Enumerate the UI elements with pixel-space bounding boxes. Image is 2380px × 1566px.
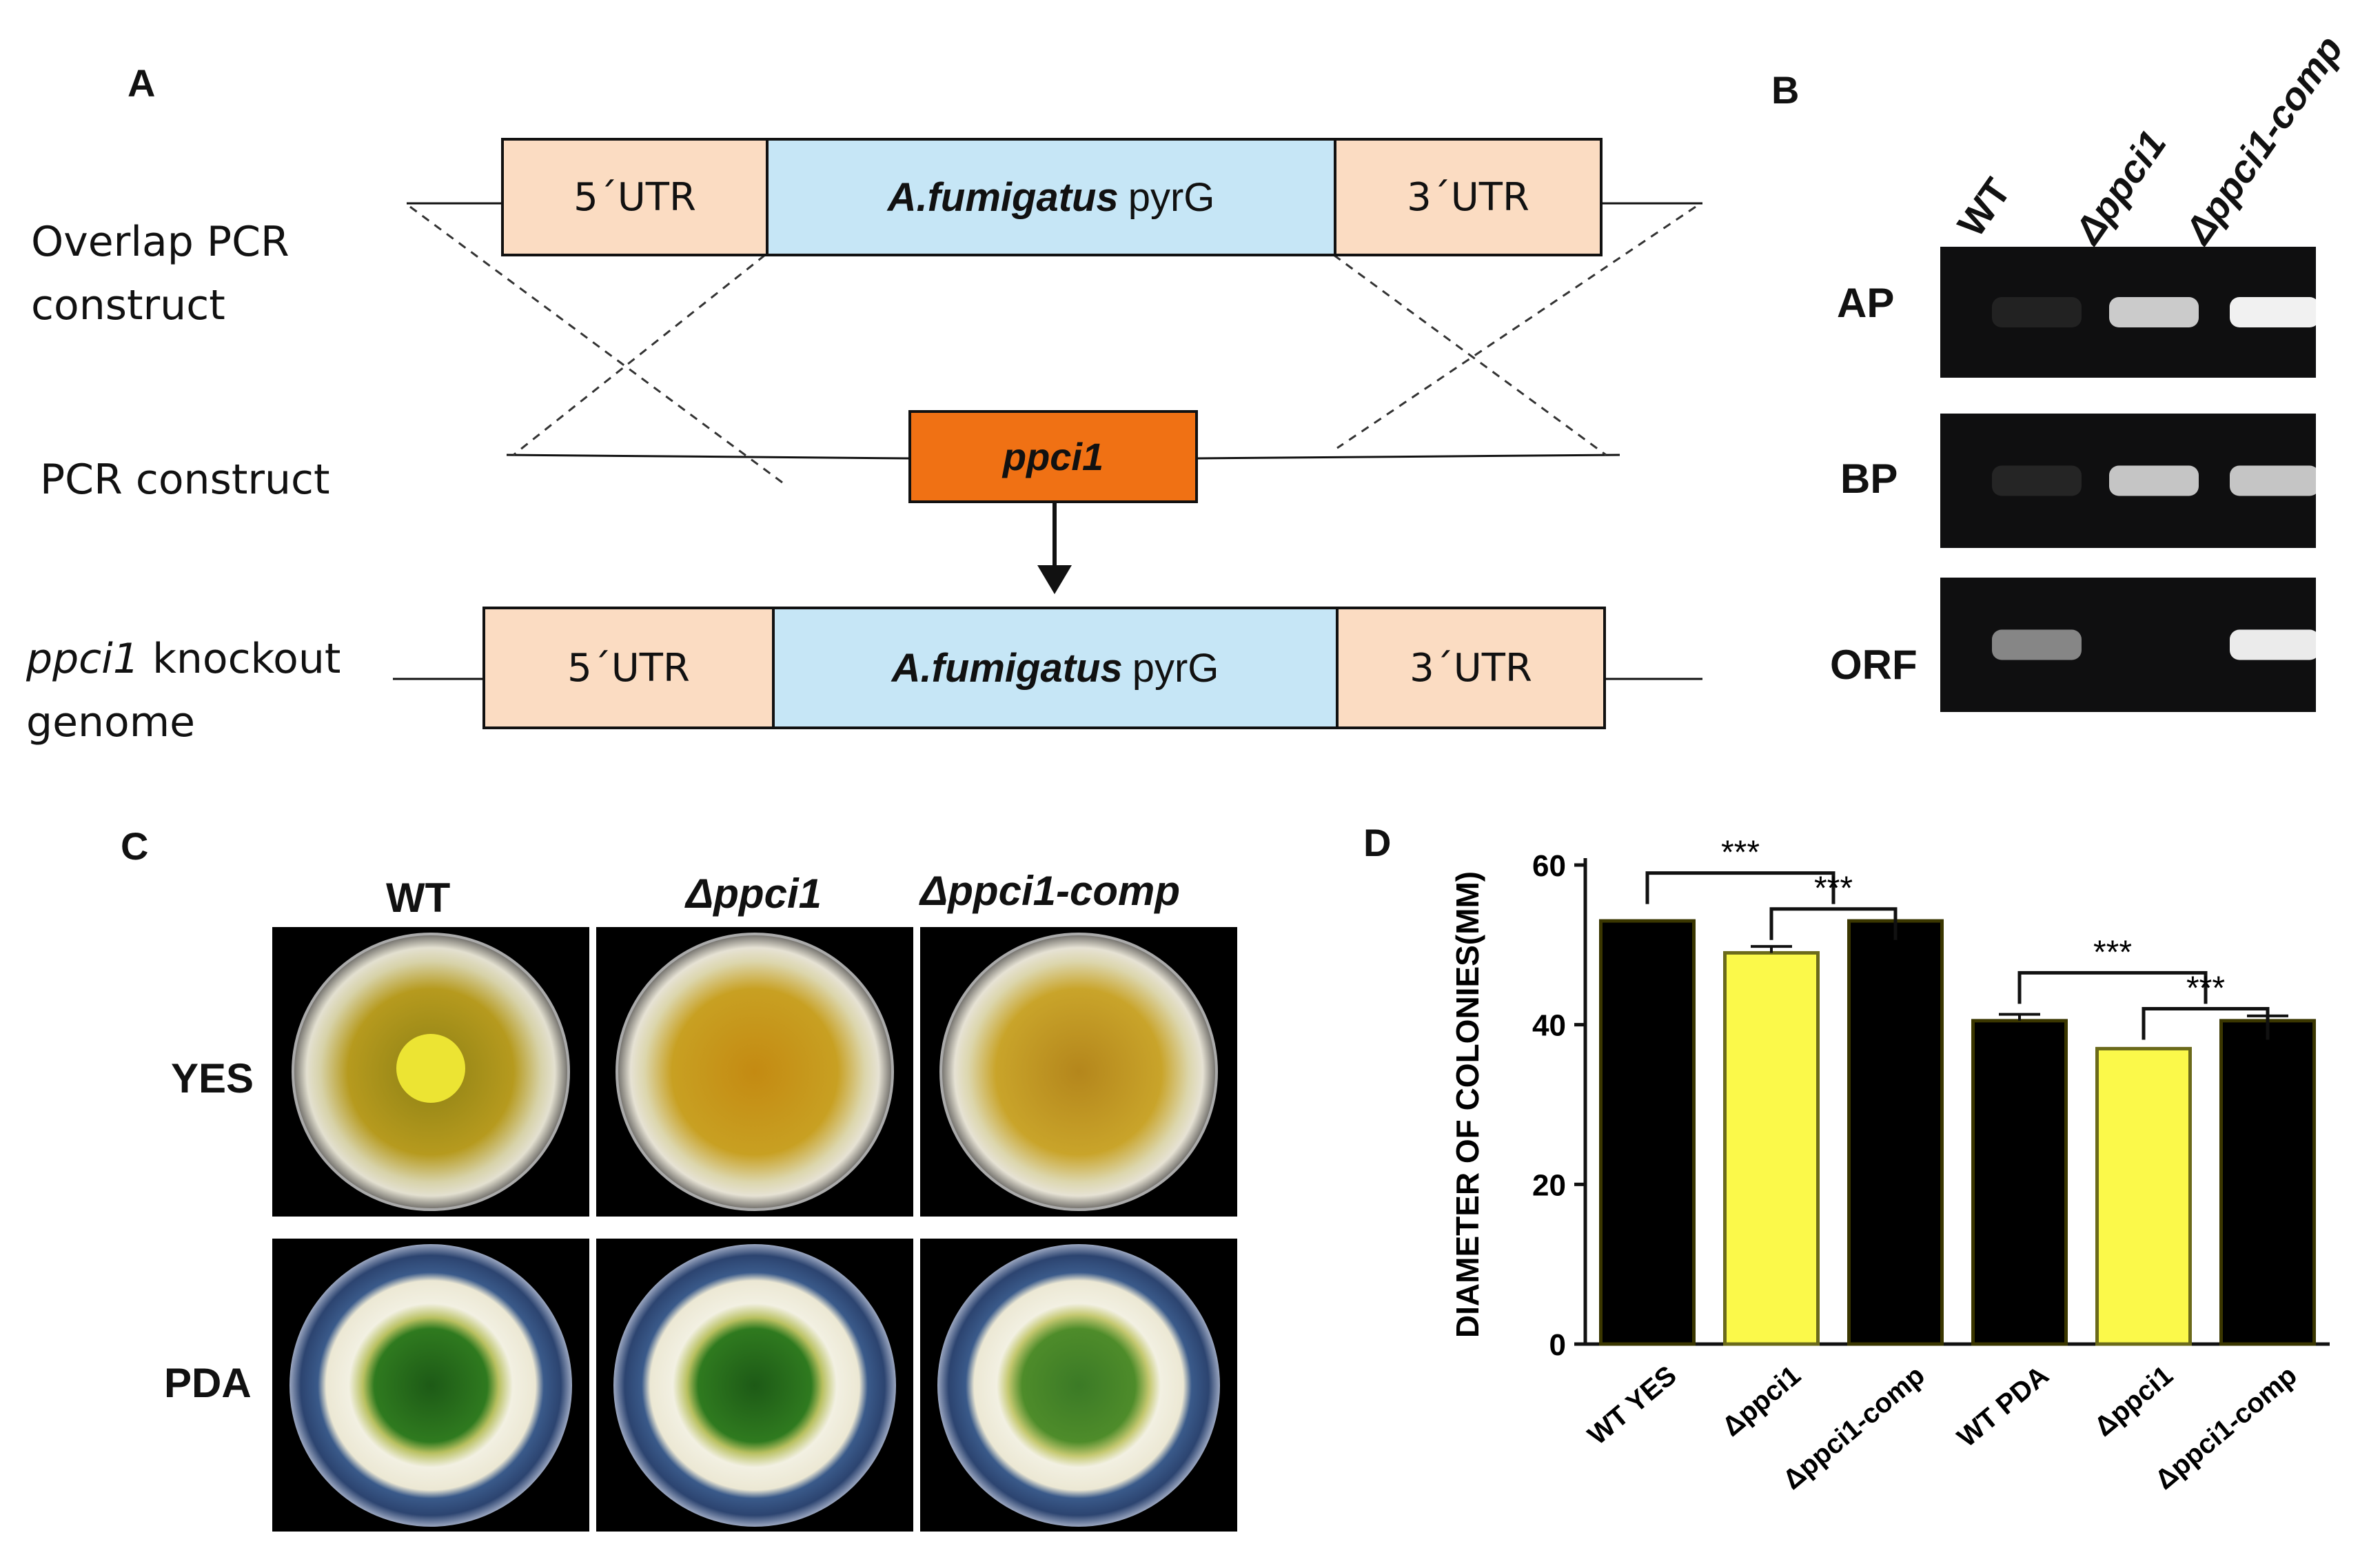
gel-band-bp-2 bbox=[2230, 465, 2319, 496]
crossover-right-b bbox=[1336, 205, 1696, 449]
x-tick-label-3: WT PDA bbox=[1952, 1360, 2055, 1453]
bar-5 bbox=[2219, 1019, 2316, 1346]
significance-label-3: *** bbox=[2186, 970, 2225, 1007]
bar-1 bbox=[1723, 950, 1820, 1346]
knockout-label-rest: knockout genome bbox=[26, 635, 341, 746]
panel-b-letter: B bbox=[1771, 68, 1800, 112]
pcr-right-line bbox=[1195, 454, 1620, 460]
knockout-gene-name: ppci1 bbox=[26, 635, 140, 683]
crossover-left-b bbox=[513, 254, 766, 456]
y-tick-label-0: 0 bbox=[1549, 1328, 1566, 1362]
gel-band-ap-2 bbox=[2230, 297, 2319, 327]
ppci1-gene-box: ppci1 bbox=[908, 410, 1198, 503]
gel-row-label-ap: AP bbox=[1837, 280, 1895, 326]
significance-label-0: *** bbox=[1721, 835, 1760, 871]
colony-ppci1-yes bbox=[617, 934, 893, 1210]
bottom-pyrg-gene: pyrG bbox=[1132, 645, 1219, 691]
top-5utr-box: 5´UTR bbox=[501, 138, 769, 256]
significance-bracket-3 bbox=[2142, 1007, 2270, 1040]
medium-label-yes: YES bbox=[171, 1055, 254, 1101]
panel-d-letter: D bbox=[1363, 821, 1392, 864]
bar-4 bbox=[2095, 1046, 2192, 1346]
colony-wt-pda bbox=[289, 1244, 572, 1527]
x-tick-label-0: WT YES bbox=[1583, 1360, 1682, 1451]
pcr-construct-label: PCR construct bbox=[40, 456, 330, 504]
down-arrow-head bbox=[1037, 565, 1072, 594]
y-axis-label: DIAMETER OF COLONIES(MM) bbox=[1450, 871, 1485, 1338]
gel-row-label-bp: BP bbox=[1840, 456, 1898, 502]
crossover-right-a bbox=[1333, 254, 1607, 456]
significance-label-1: *** bbox=[1814, 871, 1853, 907]
gel-bp bbox=[1940, 414, 2319, 548]
colony-photo-grid bbox=[272, 927, 1237, 1532]
strain-label-ppci1-comp: Δppci1-comp bbox=[920, 867, 1180, 915]
colony-diameter-chart: DIAMETER OF COLONIES(MM) 0 20 40 60 WT YES Δpp… bbox=[1450, 835, 2330, 1496]
bar-0 bbox=[1599, 919, 1696, 1346]
significance-bracket-2 bbox=[2017, 970, 2208, 1004]
gel-ap bbox=[1940, 247, 2319, 378]
overlap-pcr-label: Overlap PCR construct bbox=[31, 218, 289, 329]
y-tick-label-40: 40 bbox=[1532, 1009, 1566, 1043]
panel-a-lines bbox=[393, 202, 1702, 680]
pcr-left-line bbox=[506, 454, 911, 460]
gel-band-ap-0 bbox=[1992, 297, 2082, 327]
medium-label-pda: PDA bbox=[164, 1360, 252, 1406]
significance-label-2: *** bbox=[2093, 934, 2132, 970]
top-pyrg-gene: pyrG bbox=[1128, 174, 1215, 220]
gel-row-label-orf: ORF bbox=[1830, 642, 1918, 688]
strain-label-wt: WT bbox=[386, 875, 451, 921]
x-tick-label-4: Δppci1 bbox=[2088, 1360, 2178, 1442]
x-tick-label-1: Δppci1 bbox=[1716, 1360, 1806, 1442]
gel-band-bp-0 bbox=[1992, 465, 2082, 496]
gel-band-orf-2 bbox=[2230, 629, 2319, 660]
knockout-genome-label: ppci1 knockout genome bbox=[26, 627, 340, 754]
gel-band-ap-1 bbox=[2109, 297, 2199, 327]
gel-bp-bands bbox=[1992, 465, 2319, 496]
strain-label-ppci1: Δppci1 bbox=[686, 871, 822, 917]
colony-ppci1-pda bbox=[613, 1244, 896, 1527]
top-3utr-box: 3´UTR bbox=[1334, 138, 1603, 256]
gel-orf-bands bbox=[1992, 629, 2319, 660]
bar-3 bbox=[1971, 1019, 2068, 1346]
bar-2 bbox=[1847, 919, 1944, 1346]
strain-label-ppci1-comp-text: Δppci1-comp bbox=[920, 868, 1180, 914]
significance-bracket-1 bbox=[1769, 907, 1898, 940]
gel-ap-bands bbox=[1992, 297, 2319, 327]
bottom-pyrg-species: A.fumigatus bbox=[891, 645, 1123, 691]
bottom-3utr-box: 3´UTR bbox=[1336, 607, 1606, 729]
bottom-5utr-box: 5´UTR bbox=[482, 607, 775, 729]
significance-bracket-0 bbox=[1645, 871, 1835, 904]
y-tick-label-20: 20 bbox=[1532, 1168, 1566, 1202]
gel-band-bp-1 bbox=[2109, 465, 2199, 496]
colony-ppci1-comp-yes bbox=[941, 934, 1217, 1210]
y-tick-label-60: 60 bbox=[1532, 849, 1566, 883]
gel-orf bbox=[1940, 578, 2319, 712]
crossover-left-a bbox=[409, 205, 783, 484]
gel-band-orf-0 bbox=[1992, 629, 2082, 660]
top-pyrg-species: A.fumigatus bbox=[887, 174, 1119, 220]
panel-c-letter: C bbox=[121, 824, 149, 868]
panel-a-letter: A bbox=[128, 61, 156, 105]
colony-ppci1-comp-pda bbox=[937, 1244, 1220, 1527]
